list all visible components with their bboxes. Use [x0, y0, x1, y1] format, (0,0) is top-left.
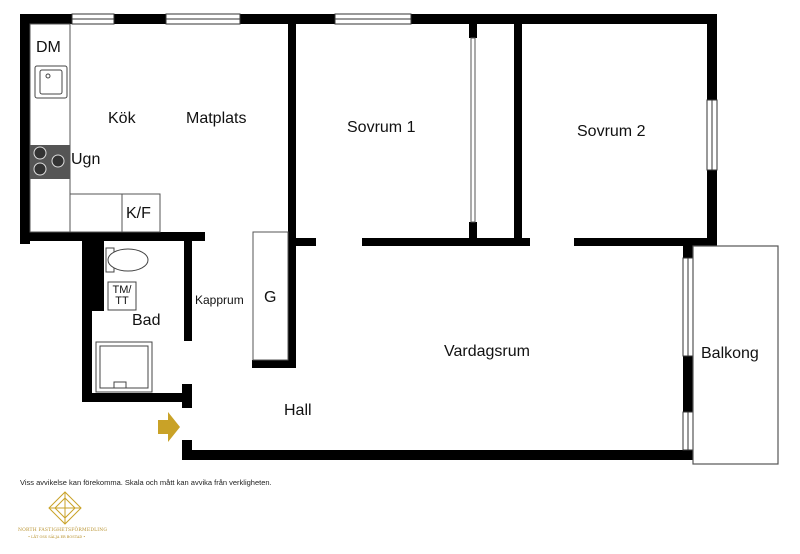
hall-label: Hall: [284, 402, 312, 419]
shower-icon: [95, 341, 153, 393]
entry-arrow-icon: [158, 412, 180, 442]
sink-icon: [34, 65, 68, 99]
sovrum1-label: Sovrum 1: [347, 119, 416, 136]
sovrum2-label: Sovrum 2: [577, 123, 646, 140]
kok-label: Kök: [108, 110, 136, 127]
balkong-label: Balkong: [701, 345, 759, 362]
washer-dryer-box: [107, 281, 137, 311]
matplats-label: Matplats: [186, 110, 247, 127]
toilet-icon: [105, 247, 149, 273]
balcony-outline: [692, 245, 779, 465]
tmtt-line2: TT: [115, 295, 129, 307]
wardrobe-slider: [470, 37, 476, 223]
walls: [20, 14, 717, 460]
north-logo-icon: [48, 491, 82, 525]
ugn-label: Ugn: [71, 151, 101, 168]
dm-label: DM: [36, 39, 61, 56]
disclaimer-text: Viss avvikelse kan förekomma. Skala och …: [20, 478, 272, 487]
stove-icon: [30, 145, 70, 179]
vardagsrum-label: Vardagsrum: [444, 343, 530, 360]
closet-g-outline: [252, 231, 289, 361]
tmtt-label: TM/ TT: [108, 285, 136, 307]
kapprum-label: Kapprum: [195, 293, 244, 307]
tmtt-line1: TM/: [112, 284, 132, 296]
logo-subtext: • LÅT OSS SÄLJA ER BOSTAD •: [28, 535, 86, 539]
kitchen-counter: [29, 23, 161, 233]
kf-label: K/F: [126, 205, 151, 222]
bad-label: Bad: [132, 312, 161, 329]
logo-text: NORTH FASTIGHETSFÖRMEDLING: [18, 528, 108, 533]
g-label: G: [264, 289, 277, 306]
